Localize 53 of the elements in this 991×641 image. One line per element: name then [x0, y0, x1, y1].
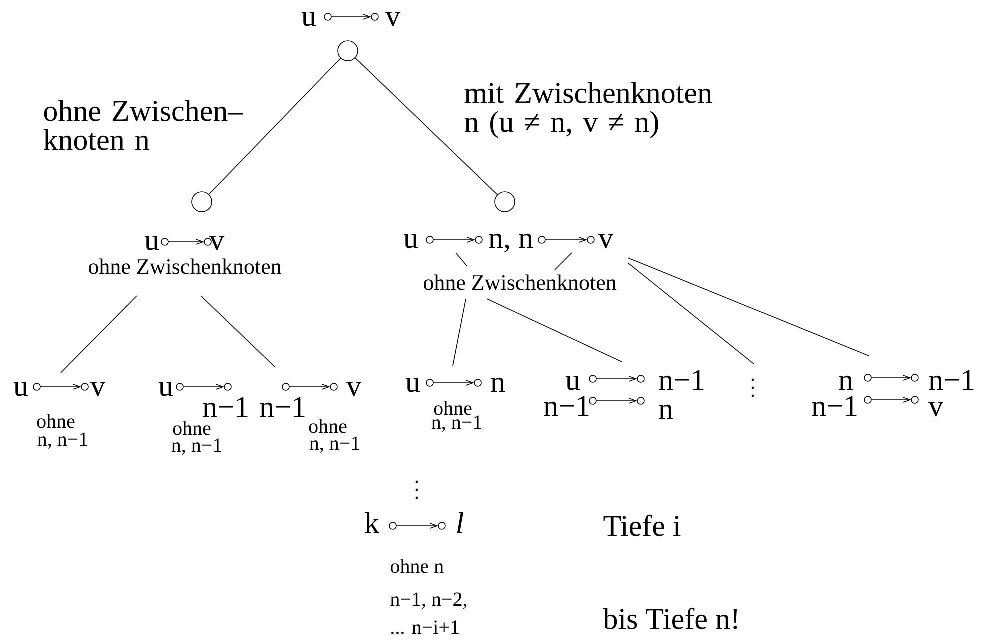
tree-edge — [200, 296, 276, 368]
vertex-label: n — [659, 404, 674, 419]
vertex-label: v — [346, 382, 362, 396]
ellipsis-dots — [752, 378, 754, 398]
vertex-label: n — [491, 378, 506, 392]
vertex-label: n−1 — [260, 397, 305, 417]
edge-label: mit Zwischenknoten n (u ≠ n, v ≠ n) — [464, 82, 712, 138]
vertex-label: n, n — [489, 234, 534, 253]
note-text: ohne Zwischenknoten — [424, 274, 617, 290]
vertex-label: u — [404, 234, 418, 248]
depth-label: bis Tiefe n! — [603, 608, 738, 630]
vertex-label: u — [144, 236, 159, 250]
tree-edge — [452, 298, 466, 366]
edge-label: ohne Zwischen– knoten n — [44, 100, 244, 150]
vertex-label: n−1 — [812, 396, 857, 416]
vertex-label: v — [210, 236, 225, 250]
note-text: n, n−1 — [172, 438, 222, 456]
note-text: n−1, n−2, — [390, 592, 466, 610]
vertex-label: k — [365, 512, 380, 533]
vertex-label: v — [90, 382, 106, 396]
vertex-label: u — [302, 12, 316, 26]
note-text: ohne Zwischenknoten — [89, 258, 282, 274]
vertex-label: v — [386, 12, 401, 26]
tree-edge — [208, 58, 342, 195]
tree-node-circle — [494, 192, 516, 212]
note-text: ohne — [37, 414, 75, 428]
vertex-label: l — [457, 512, 464, 533]
vertex-label: u — [566, 376, 580, 390]
vertex-label: v — [598, 234, 614, 248]
tree-edge — [486, 298, 622, 362]
tree-edge — [628, 258, 870, 356]
tree-edge — [60, 296, 138, 374]
note-text: n, n−1 — [310, 436, 360, 454]
note-text: ohne n — [390, 559, 444, 574]
note-text: n, n−1 — [38, 432, 88, 450]
tree-node-circle — [192, 192, 212, 212]
note-text: ohne — [434, 401, 472, 416]
vertex-label: n−1 — [929, 370, 974, 390]
depth-label: Tiefe i — [604, 514, 681, 536]
note-text: ohne — [309, 419, 347, 434]
note-text: ... n−i+1 — [392, 620, 459, 634]
tree-edge — [628, 262, 754, 364]
vertex-label: u — [14, 382, 28, 396]
vertex-label: v — [928, 402, 944, 416]
note-text: n, n−1 — [432, 416, 482, 432]
tree-edge — [355, 58, 498, 196]
vertex-label: n — [839, 376, 854, 390]
vertex-label: n−1 — [544, 396, 589, 416]
vertex-label: u — [406, 378, 420, 392]
vertex-label: u — [158, 382, 173, 396]
note-text: ohne — [173, 421, 211, 436]
vertex-label: n−1 — [203, 397, 248, 417]
vertex-label: n−1 — [659, 370, 704, 390]
